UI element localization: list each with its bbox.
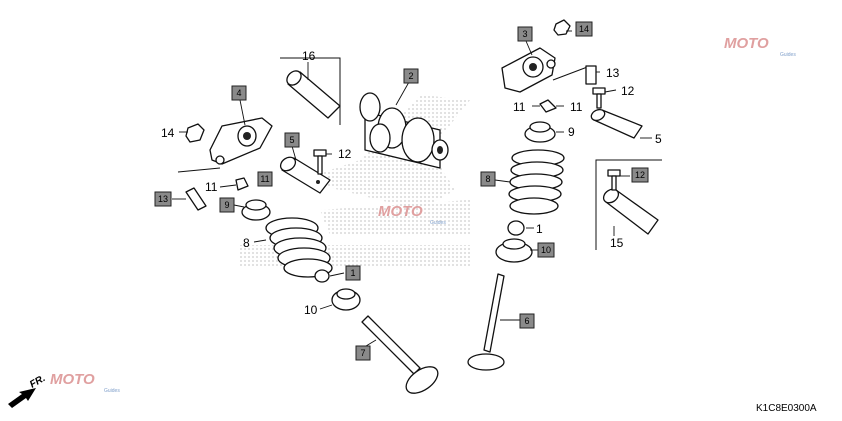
label-5-right: 5 [655,132,662,146]
svg-text:6: 6 [524,316,529,326]
rocker-arm-4 [209,117,273,165]
nut-14-left [185,123,205,143]
cotter-11-right [539,99,557,113]
svg-text:MOTO: MOTO [378,203,423,220]
seal-1-left [314,269,330,283]
svg-text:12: 12 [635,170,645,180]
svg-text:2: 2 [408,71,413,81]
svg-text:4: 4 [236,88,241,98]
svg-text:FR.: FR. [28,373,47,391]
label-11-right-a: 11 [513,100,526,114]
bolt-12-right [592,87,606,109]
diagram-code: K1C8E0300A [756,403,817,414]
label-box-3: 3 [517,26,533,42]
moto-guides-watermark-center: MOTO Guides [378,203,446,226]
front-arrow-icon: FR. [8,373,47,408]
svg-text:14: 14 [579,24,589,34]
moto-guides-watermark-left: MOTO Guides [50,371,120,394]
seal-1-right [507,220,525,236]
label-12-middle: 12 [338,147,352,161]
label-box-13: 13 [154,191,172,207]
valve-6 [467,273,505,371]
label-box-10: 10 [537,242,555,258]
svg-text:3: 3 [522,29,527,39]
valve-7 [361,315,439,394]
spring-8-left [265,217,333,278]
nut-14-right [553,19,571,36]
label-10-left: 10 [304,303,318,317]
svg-text:5: 5 [289,135,294,145]
label-box-11: 11 [257,171,273,187]
bolt-12-framed [607,169,621,191]
label-box-7: 7 [355,345,371,361]
svg-text:1: 1 [350,268,355,278]
label-11-right-b: 11 [570,100,583,114]
label-box-2: 2 [403,68,419,84]
svg-text:MOTO: MOTO [724,35,769,52]
moto-guides-watermark-top: MOTO Guides [724,35,796,58]
label-box-4: 4 [231,85,247,101]
screw-13-right [585,65,597,85]
label-8-left: 8 [243,236,250,250]
label-box-1-left: 1 [345,265,361,281]
retainer-9-right [524,121,556,143]
svg-text:10: 10 [541,245,551,255]
leader-lines [172,30,652,353]
frame-lines [177,57,662,250]
label-box-6: 6 [519,313,535,329]
label-1-right: 1 [536,222,543,236]
screw-13-left [185,187,207,211]
rocker-arm-3 [501,47,556,93]
seat-10-left [331,288,361,311]
svg-text:Guides: Guides [780,52,796,58]
camshaft-2 [359,92,449,169]
spring-8-right [508,149,565,215]
bolt-12-middle [313,149,327,175]
label-9-right: 9 [568,125,575,139]
svg-text:13: 13 [158,194,168,204]
pin-5-right [590,108,643,139]
label-12-right: 12 [621,84,635,98]
seat-10-right [495,238,533,263]
label-11-left: 11 [205,180,218,194]
label-box-9: 9 [219,197,235,213]
label-box-14: 14 [575,21,593,37]
label-box-12: 12 [631,167,649,183]
label-16: 16 [302,49,316,63]
cotter-11-left [235,177,249,191]
label-14-left: 14 [161,126,175,140]
svg-text:8: 8 [485,174,490,184]
label-box-8: 8 [480,171,496,187]
svg-text:11: 11 [260,174,269,184]
retainer-9-left [241,199,271,221]
label-box-5: 5 [284,132,300,148]
pin-5-left [279,156,331,194]
label-13-right: 13 [606,66,620,80]
pin-16 [286,70,341,119]
label-15: 15 [610,236,624,250]
svg-text:7: 7 [360,348,365,358]
pin-15 [602,188,659,235]
svg-text:Guides: Guides [104,388,120,394]
svg-text:MOTO: MOTO [50,371,95,388]
svg-text:9: 9 [224,200,229,210]
svg-text:Guides: Guides [430,220,446,226]
